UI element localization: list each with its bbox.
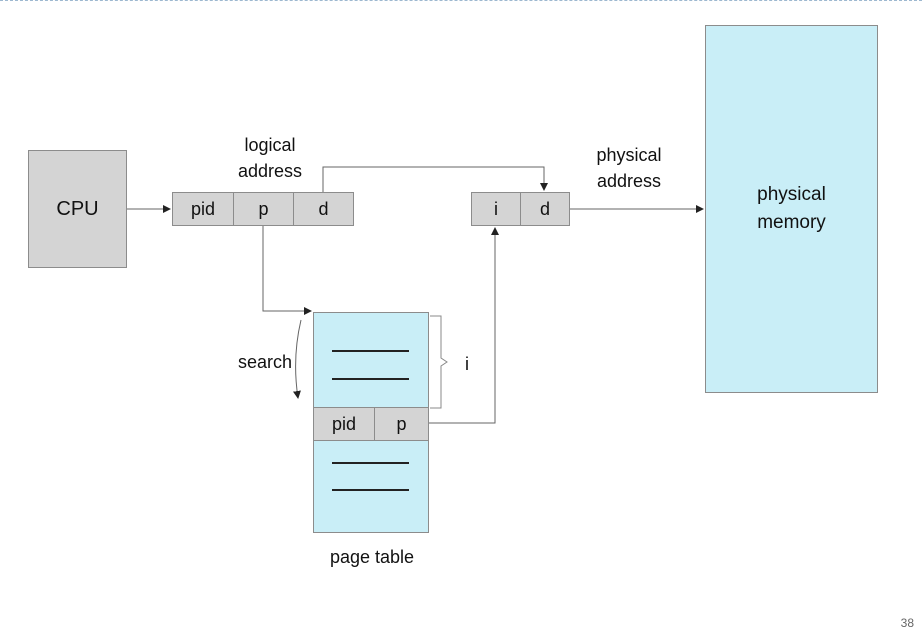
logical-p-field: p (233, 192, 294, 226)
page-table-top (313, 312, 429, 408)
logical-pid-field: pid (172, 192, 234, 226)
cpu-box: CPU (28, 150, 127, 268)
index-label: i (465, 354, 469, 374)
top-rule (0, 0, 922, 1)
page-table-bottom (313, 440, 429, 533)
logical-address-label: logical address (237, 135, 303, 182)
page-table-entry-slot (332, 350, 409, 352)
physical-i-field: i (471, 192, 521, 226)
physical-d-text: d (539, 198, 550, 219)
page-table-entry-slot (332, 462, 409, 464)
physical-memory-box: physical memory (705, 25, 878, 393)
page-table-entry-slot (332, 489, 409, 491)
page-table-entry-slot (332, 378, 409, 380)
slide-number: 38 (900, 616, 914, 630)
frame-index-arrow (429, 227, 499, 424)
physical-i-text: i (494, 198, 498, 219)
logical-p-text: p (258, 198, 269, 219)
search-label: search (237, 352, 293, 372)
index-brace (430, 315, 448, 409)
page-table-p-text: p (396, 413, 407, 434)
physical-address-label: physical address (596, 145, 662, 192)
physical-d-field: d (520, 192, 570, 226)
search-arrow (293, 319, 302, 399)
logical-d-field: d (293, 192, 354, 226)
page-table-caption: page table (329, 547, 415, 567)
physical-memory-label: physical memory (757, 184, 826, 233)
page-table-pid-text: pid (331, 413, 357, 434)
cpu-label: CPU (56, 197, 99, 220)
logical-d-text: d (318, 198, 329, 219)
offset-copy-arrow (322, 166, 548, 192)
page-lookup-arrow (262, 226, 312, 315)
logical-pid-text: pid (190, 198, 216, 219)
page-table-pid-field: pid (313, 407, 375, 441)
